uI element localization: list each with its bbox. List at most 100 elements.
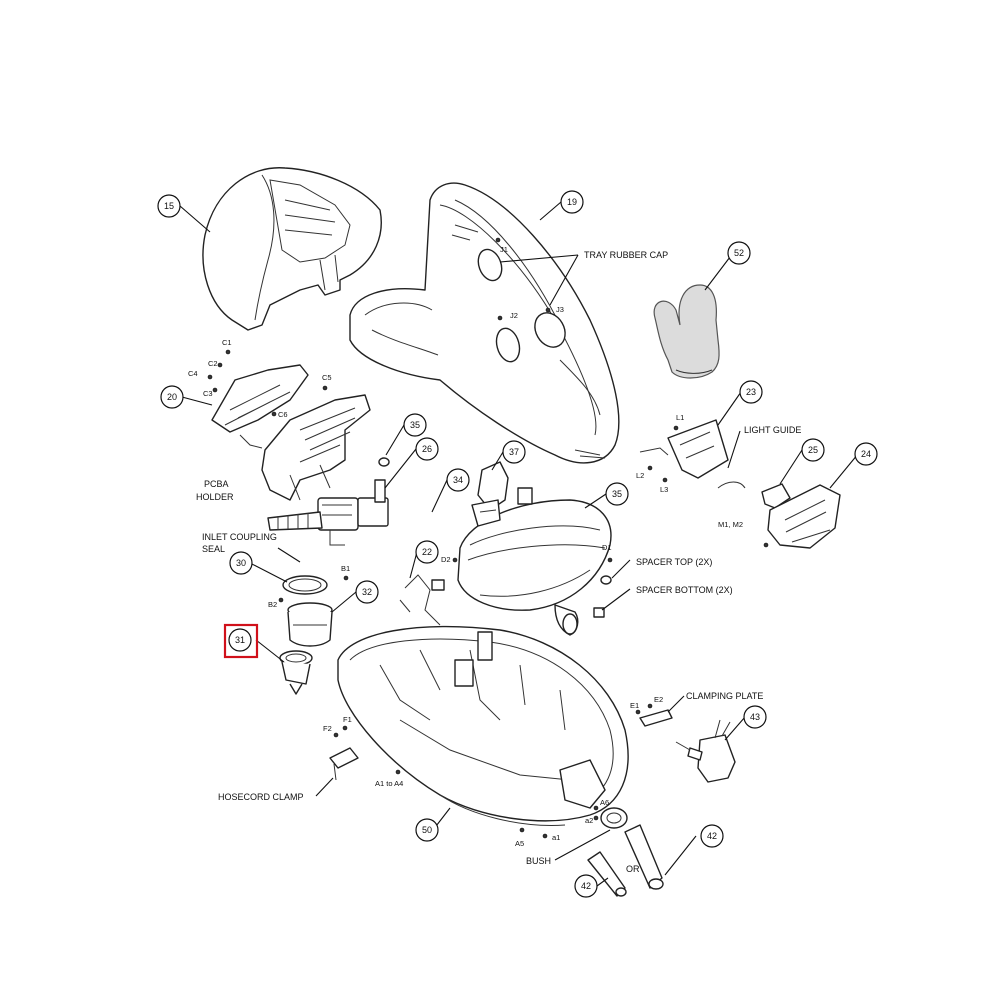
part-42-nozzle-left	[587, 851, 627, 897]
label-inlet-coupling-line2: SEAL	[202, 544, 225, 554]
part-43-power-plug	[675, 719, 736, 783]
screw-label-d2: D2	[441, 555, 451, 564]
label-pcba-holder-line2: HOLDER	[196, 492, 234, 502]
label-light-guide: LIGHT GUIDE	[744, 425, 801, 435]
svg-text:35: 35	[612, 489, 622, 499]
screw-label-a1-a4: A1 to A4	[375, 779, 403, 788]
svg-text:43: 43	[750, 712, 760, 722]
part-19-tank-shell	[349, 182, 620, 464]
clamping-plate	[639, 709, 673, 727]
screw-label-a6: A6	[600, 798, 609, 807]
highlight-box-part-31	[223, 623, 259, 659]
part-30-seal-ring	[282, 575, 328, 595]
screw-label-c3: C3	[203, 389, 213, 398]
label-inlet-coupling-line1: INLET COUPLING	[202, 532, 277, 542]
label-bush: BUSH	[526, 856, 551, 866]
svg-text:52: 52	[734, 248, 744, 258]
svg-text:26: 26	[422, 444, 432, 454]
pcba-holder	[261, 394, 371, 501]
svg-text:24: 24	[861, 449, 871, 459]
callout-24: 24	[854, 442, 878, 466]
callout-26: 26	[415, 437, 439, 461]
part-26-pump	[267, 479, 389, 546]
callout-30: 30	[229, 551, 253, 575]
label-spacer-top: SPACER TOP (2X)	[636, 557, 712, 567]
screw-label-l1: L1	[676, 413, 684, 422]
svg-text:50: 50	[422, 825, 432, 835]
part-23-led-board	[639, 419, 729, 479]
callout-43: 43	[743, 705, 767, 729]
screw-label-m1-m2: M1, M2	[718, 520, 743, 529]
part-42-nozzle-right	[624, 824, 664, 890]
part-35-small-spacer	[378, 457, 390, 467]
screw-label-f1: F1	[343, 715, 352, 724]
callout-50: 50	[415, 818, 439, 842]
label-pcba-holder-line1: PCBA	[204, 479, 229, 489]
callout-35-upper: 35	[403, 413, 427, 437]
label-clamping-plate: CLAMPING PLATE	[686, 691, 763, 701]
svg-text:19: 19	[567, 197, 577, 207]
callout-52: 52	[727, 241, 751, 265]
callout-42-right: 42	[700, 824, 724, 848]
callout-35-boiler: 35	[605, 482, 629, 506]
screw-label-b1: B1	[341, 564, 350, 573]
screw-label-e2: E2	[654, 695, 663, 704]
screw-label-c2: C2	[208, 359, 218, 368]
screw-label-j1: J1	[500, 245, 508, 254]
callout-22: 22	[415, 540, 439, 564]
part-32-inlet-cup	[287, 602, 333, 647]
svg-text:42: 42	[581, 881, 591, 891]
screw-label-d1: D1	[602, 543, 612, 552]
callout-15: 15	[157, 194, 181, 218]
callout-19: 19	[560, 190, 584, 214]
part-20-pcba	[211, 364, 309, 449]
screw-label-c6: C6	[278, 410, 288, 419]
svg-text:30: 30	[236, 558, 246, 568]
label-tray-rubber-cap: TRAY RUBBER CAP	[584, 250, 668, 260]
part-24-display-panel	[767, 484, 841, 549]
svg-text:20: 20	[167, 392, 177, 402]
svg-text:37: 37	[509, 447, 519, 457]
svg-text:32: 32	[362, 587, 372, 597]
screw-label-a5: A5	[515, 839, 524, 848]
label-spacer-bottom: SPACER BOTTOM (2X)	[636, 585, 733, 595]
svg-text:31: 31	[235, 635, 245, 645]
svg-text:42: 42	[707, 831, 717, 841]
screw-label-c1: C1	[222, 338, 232, 347]
callout-20: 20	[160, 385, 184, 409]
screw-label-b2: B2	[268, 600, 277, 609]
part-37-thermostat	[471, 461, 509, 527]
leader-lines	[179, 201, 859, 887]
callout-31: 31	[228, 628, 252, 652]
screw-label-c5: C5	[322, 373, 332, 382]
part-50-base-housing	[337, 625, 629, 826]
screw-label-j3: J3	[556, 305, 564, 314]
svg-text:34: 34	[453, 475, 463, 485]
part-25-light-cap	[717, 481, 791, 509]
screw-label-c4: C4	[188, 369, 198, 378]
callout-25: 25	[801, 438, 825, 462]
screw-label-l3: L3	[660, 485, 668, 494]
screw-label-j2: J2	[510, 311, 518, 320]
callout-42-left: 42	[574, 874, 598, 898]
part-35-boiler	[457, 487, 612, 636]
part-31-valve	[279, 650, 313, 695]
hosecord-clamp	[329, 747, 359, 781]
spacers	[431, 575, 612, 618]
screw-label-l2: L2	[636, 471, 644, 480]
screw-label-a2: a2	[585, 816, 593, 825]
svg-text:15: 15	[164, 201, 174, 211]
screw-label-f2: F2	[323, 724, 332, 733]
label-hosecord-clamp: HOSECORD CLAMP	[218, 792, 304, 802]
callout-37: 37	[502, 440, 526, 464]
part-bush	[600, 807, 628, 829]
callout-23: 23	[739, 380, 763, 404]
screws	[207, 237, 769, 839]
svg-text:25: 25	[808, 445, 818, 455]
callout-32: 32	[355, 580, 379, 604]
svg-text:22: 22	[422, 547, 432, 557]
part-15-top-cover	[202, 167, 382, 331]
screw-label-e1: E1	[630, 701, 639, 710]
svg-text:35: 35	[410, 420, 420, 430]
